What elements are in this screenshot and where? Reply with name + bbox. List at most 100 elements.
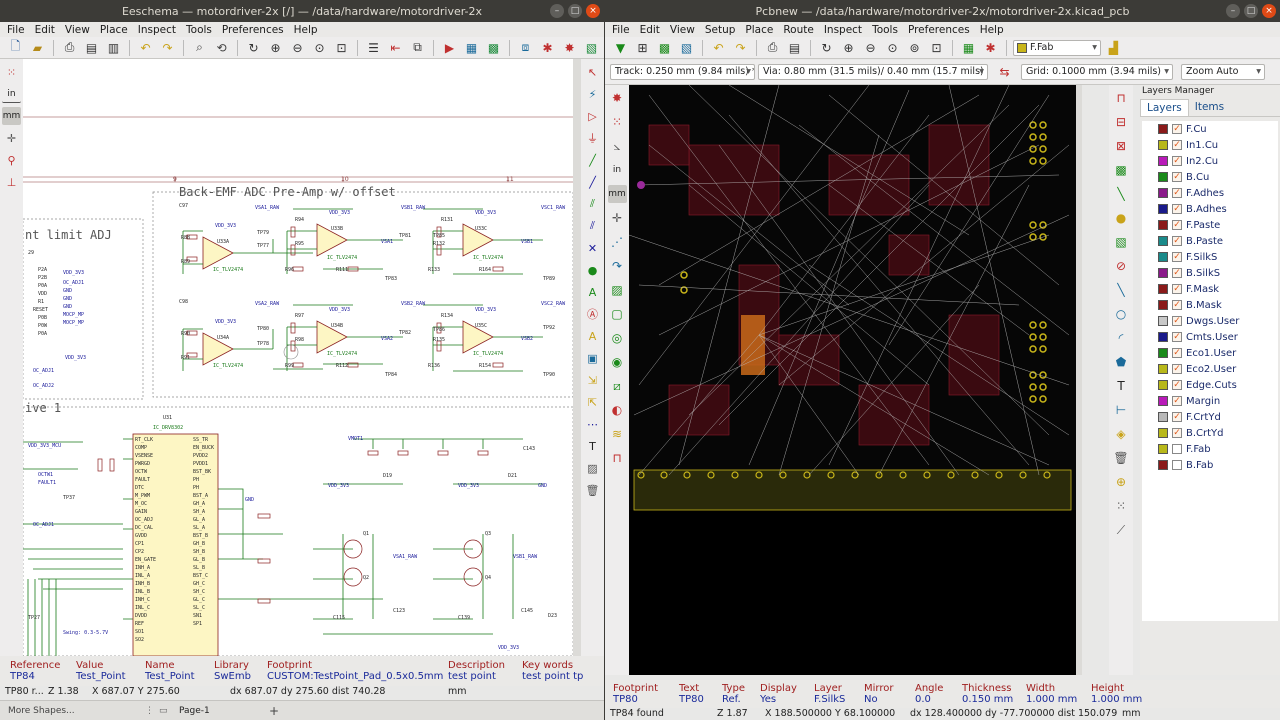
layer-row[interactable]: ✓Eco1.User — [1142, 345, 1278, 361]
layer-color-swatch[interactable] — [1158, 188, 1168, 198]
layer-row[interactable]: ✓Margin — [1142, 393, 1278, 409]
cursor-shape-icon[interactable]: ✛ — [6, 131, 17, 145]
layer-visibility-checkbox[interactable]: ✓ — [1172, 380, 1182, 390]
plot-icon[interactable]: ▤ — [788, 40, 801, 55]
layer-color-swatch[interactable] — [1158, 284, 1168, 294]
minimize-icon[interactable]: – — [1226, 4, 1240, 18]
layer-visibility-checkbox[interactable]: ✓ — [1172, 396, 1182, 406]
route-track-icon[interactable]: ╲ — [1117, 187, 1125, 201]
layer-visibility-checkbox[interactable]: ✓ — [1172, 364, 1182, 374]
tab-page-1[interactable]: Page-1 — [179, 705, 210, 716]
tab-layers[interactable]: Layers — [1140, 99, 1189, 116]
units-inch-icon[interactable]: in — [612, 165, 622, 175]
layer-color-swatch[interactable] — [1158, 460, 1168, 470]
layer-row[interactable]: ✓B.Paste — [1142, 233, 1278, 249]
add-line-icon[interactable]: ⋯ — [587, 417, 598, 431]
highlight-net-icon[interactable]: ⊟ — [1115, 115, 1127, 129]
layer-row[interactable]: ✓F.Cu — [1142, 121, 1278, 137]
maximize-icon[interactable]: □ — [1244, 4, 1258, 18]
layer-visibility-checkbox[interactable]: ✓ — [1172, 444, 1182, 454]
menu-preferences[interactable]: Preferences — [221, 23, 284, 36]
units-mm-icon[interactable]: mm — [2, 107, 21, 125]
microwave-icon[interactable]: ⊓ — [1116, 91, 1126, 105]
set-origin-icon[interactable]: ⊕ — [1115, 475, 1127, 489]
layer-color-swatch[interactable] — [1158, 268, 1168, 278]
undo-icon[interactable]: ↶ — [713, 40, 724, 55]
close-icon[interactable]: × — [1262, 4, 1276, 18]
zone-outline-icon[interactable]: ▢ — [611, 307, 623, 321]
menu-place[interactable]: Place — [99, 23, 128, 36]
hidden-pins-icon[interactable]: ⚲ — [7, 153, 16, 167]
menu-help[interactable]: Help — [293, 23, 318, 36]
layer-color-swatch[interactable] — [1158, 204, 1168, 214]
netlist-icon[interactable]: ⧈ — [521, 40, 530, 54]
layer-color-swatch[interactable] — [1158, 380, 1168, 390]
layer-row[interactable]: ✓F.Mask — [1142, 281, 1278, 297]
add-wire-icon[interactable]: ╱ — [589, 153, 596, 167]
high-contrast-icon[interactable]: ◐ — [611, 403, 623, 417]
layer-row[interactable]: ✓B.Fab — [1142, 457, 1278, 473]
menu-file[interactable]: File — [7, 23, 25, 36]
add-bus-icon[interactable]: ╱ — [589, 175, 596, 189]
layer-visibility-checkbox[interactable]: ✓ — [1172, 124, 1182, 134]
menu-edit[interactable]: Edit — [34, 23, 55, 36]
layer-color-swatch[interactable] — [1158, 300, 1168, 310]
menu-setup[interactable]: Setup — [704, 23, 736, 36]
zoom-selection-icon[interactable]: ⊡ — [931, 40, 942, 55]
layer-row[interactable]: ✓In1.Cu — [1142, 137, 1278, 153]
layer-color-swatch[interactable] — [1158, 316, 1168, 326]
hierarchy-icon[interactable]: ☰ — [368, 40, 379, 55]
new-board-icon[interactable]: ▼ — [615, 40, 626, 55]
layer-color-swatch[interactable] — [1158, 412, 1168, 422]
select-icon[interactable]: ↖ — [587, 65, 598, 79]
zoom-select[interactable]: Zoom Auto — [1181, 64, 1265, 80]
footprint-viewer-icon[interactable]: ▧ — [680, 40, 693, 55]
layer-row[interactable]: ✓Edge.Cuts — [1142, 377, 1278, 393]
layer-visibility-checkbox[interactable]: ✓ — [1172, 284, 1182, 294]
layer-color-swatch[interactable] — [1158, 348, 1168, 358]
redo-icon[interactable]: ↷ — [735, 40, 746, 55]
layer-visibility-checkbox[interactable]: ✓ — [1172, 252, 1182, 262]
layer-visibility-checkbox[interactable]: ✓ — [1172, 300, 1182, 310]
layer-row[interactable]: ✓B.Adhes — [1142, 201, 1278, 217]
board-setup-icon[interactable]: ⊞ — [637, 40, 648, 55]
leave-sheet-icon[interactable]: ⇤ — [390, 40, 401, 55]
add-symbol-icon[interactable]: ▷ — [588, 109, 597, 123]
grid-origin-icon[interactable]: ⁙ — [1115, 499, 1127, 513]
zoom-out-icon[interactable]: ⊖ — [865, 40, 876, 55]
units-mm-icon[interactable]: mm — [607, 185, 627, 203]
wire-bus-entry-icon[interactable]: ⫽ — [590, 197, 595, 210]
layer-color-swatch[interactable] — [1158, 364, 1168, 374]
add-line-icon[interactable]: ╲ — [1117, 283, 1125, 297]
ratsnest-icon[interactable]: ⋰ — [611, 235, 623, 249]
menu-view[interactable]: View — [64, 23, 90, 36]
via-size-select[interactable]: Via: 0.80 mm (31.5 mils)/ 0.40 mm (15.7 … — [758, 64, 988, 80]
global-label-icon[interactable]: Ⓐ — [587, 308, 598, 321]
layer-visibility-checkbox[interactable]: ✓ — [1172, 236, 1182, 246]
curved-ratsnest-icon[interactable]: ↷ — [611, 259, 623, 273]
zoom-fit-icon[interactable]: ⊙ — [887, 40, 898, 55]
add-keepout-icon[interactable]: ⊘ — [1115, 259, 1127, 273]
layer-color-swatch[interactable] — [1158, 444, 1168, 454]
library-browser-icon[interactable]: ▦ — [465, 40, 478, 55]
menu-preferences[interactable]: Preferences — [907, 23, 970, 36]
layer-row[interactable]: ✓F.SilkS — [1142, 249, 1278, 265]
add-sheet-pin-icon[interactable]: ⇱ — [587, 395, 598, 409]
layer-visibility-checkbox[interactable]: ✓ — [1172, 428, 1182, 438]
hier-label-icon[interactable]: A — [588, 329, 597, 343]
junction-icon[interactable]: ● — [587, 263, 598, 277]
erc-icon[interactable]: ✱ — [542, 40, 553, 55]
layer-color-swatch[interactable] — [1158, 140, 1168, 150]
layer-color-swatch[interactable] — [1158, 220, 1168, 230]
minimize-icon[interactable]: – — [550, 4, 564, 18]
layer-row[interactable]: ✓B.Cu — [1142, 169, 1278, 185]
layer-visibility-checkbox[interactable]: ✓ — [1172, 332, 1182, 342]
layer-visibility-checkbox[interactable]: ✓ — [1172, 172, 1182, 182]
track-width-select[interactable]: Track: 0.250 mm (9.84 mils) * — [610, 64, 755, 80]
layer-row[interactable]: ✓In2.Cu — [1142, 153, 1278, 169]
layer-row[interactable]: ✓B.CrtYd — [1142, 425, 1278, 441]
zoom-in-icon[interactable]: ⊕ — [270, 40, 281, 55]
bus-entry-icon[interactable]: ⊥ — [6, 175, 17, 189]
add-footprint-icon[interactable]: ▩ — [1115, 163, 1127, 177]
